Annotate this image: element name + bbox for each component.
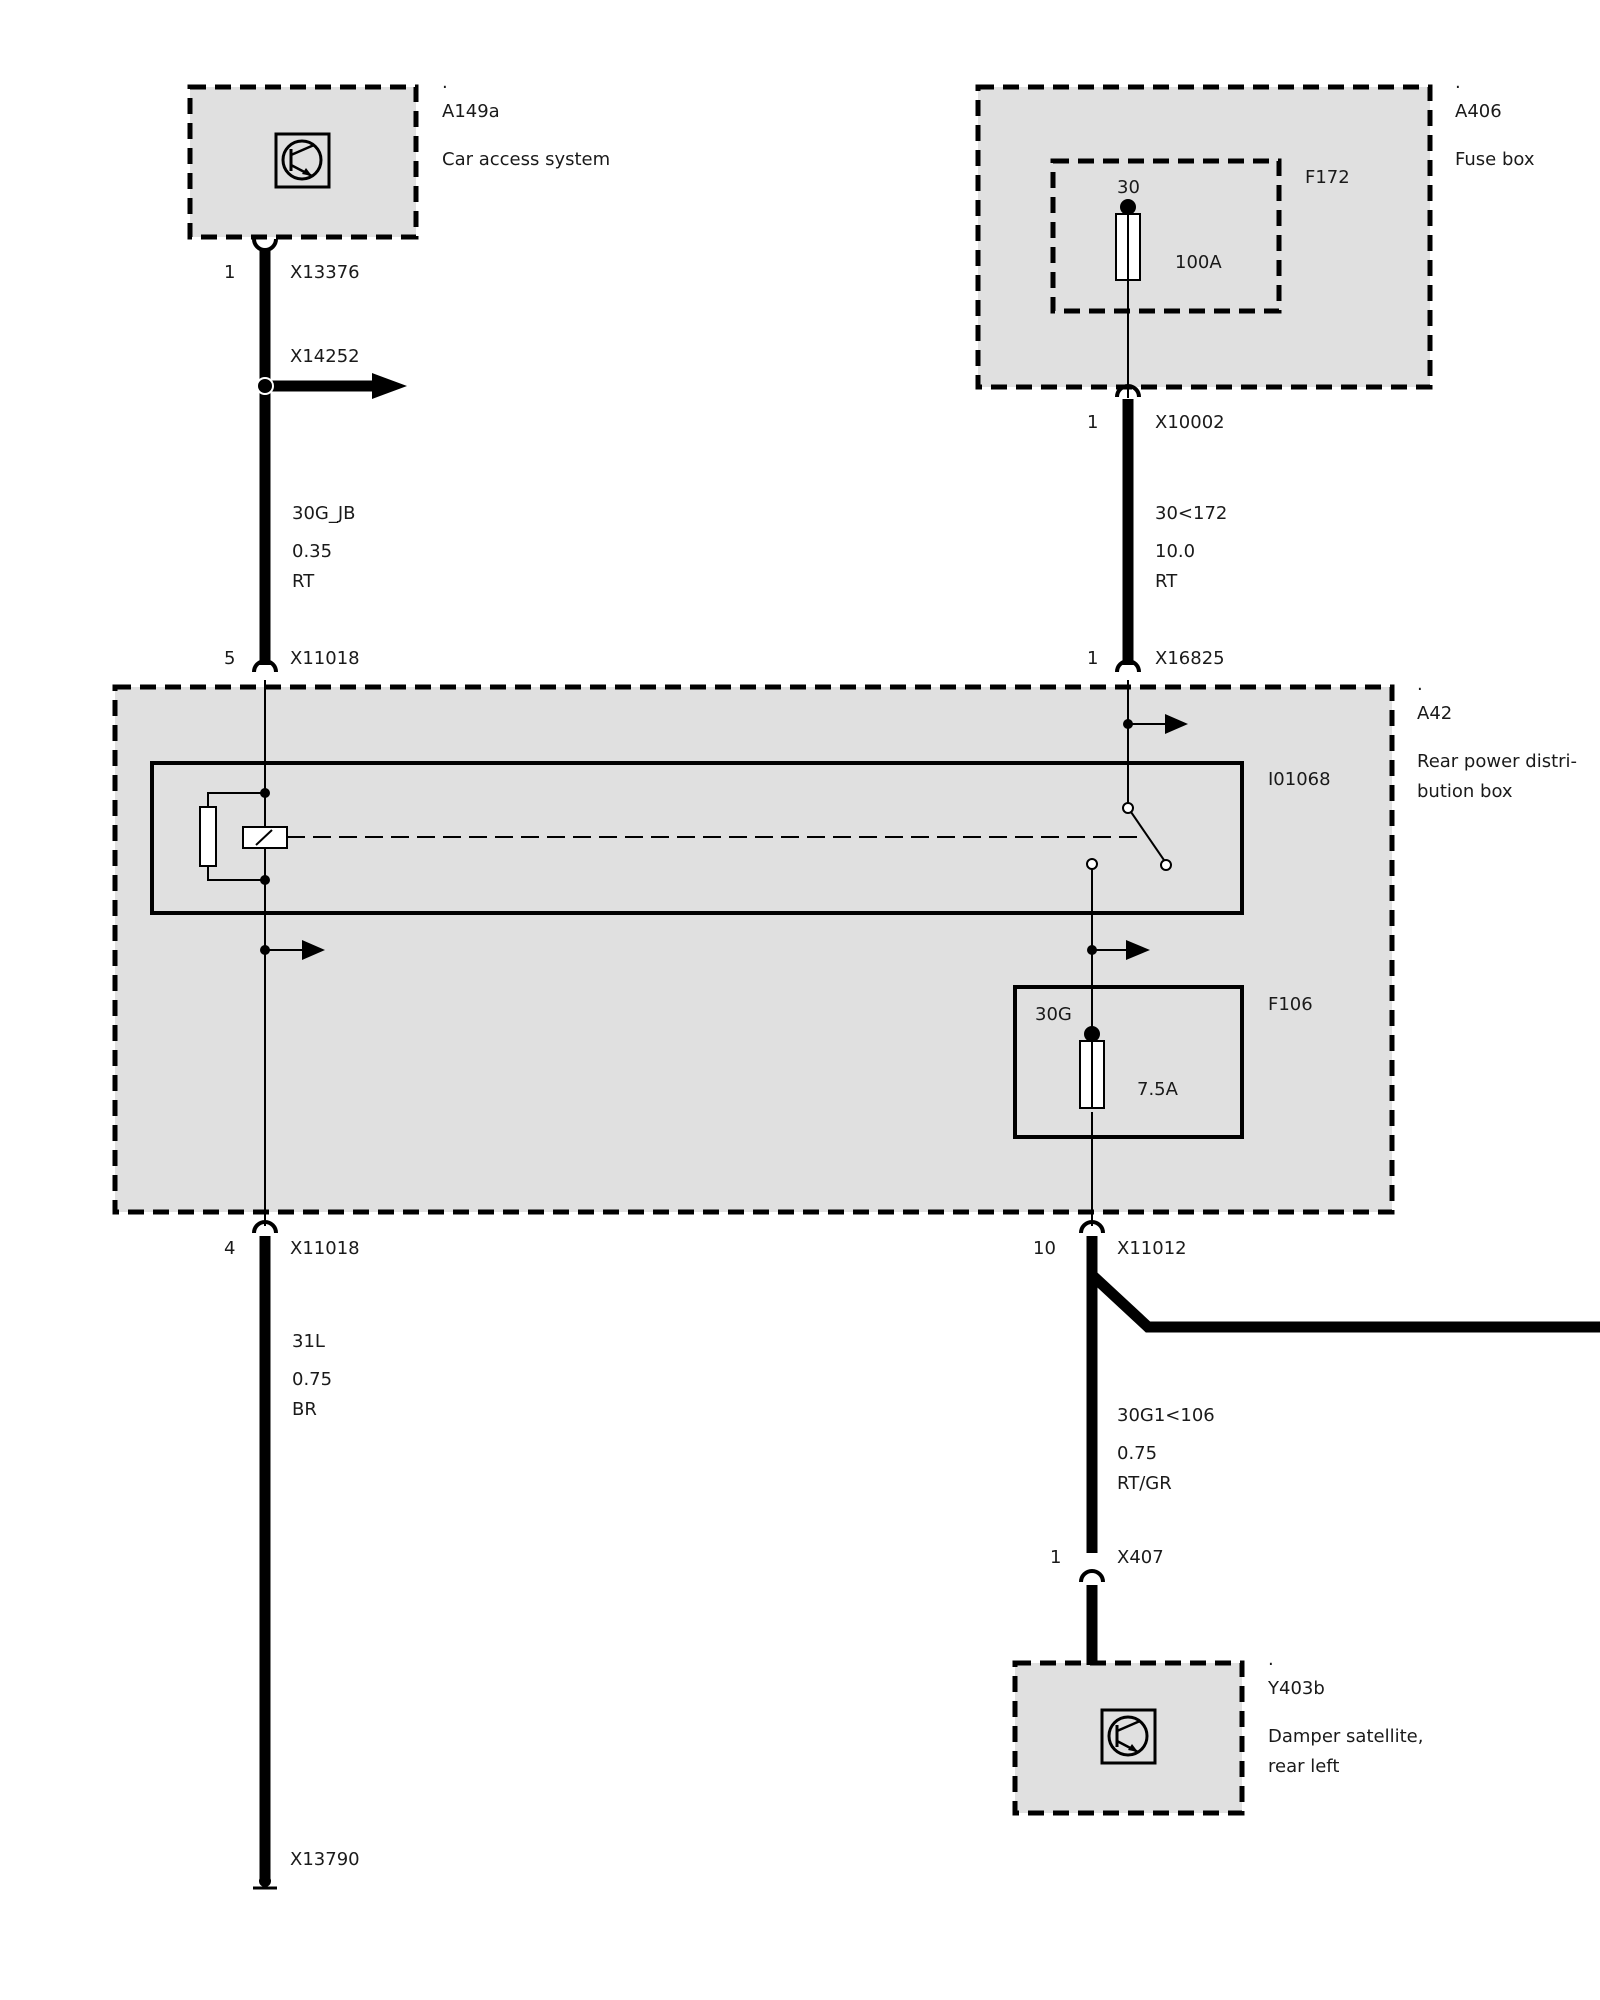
wire-30g1-106-color: RT/GR [1117, 1473, 1172, 1494]
splice-point [260, 945, 270, 955]
wire-30g-jb-size: 0.35 [292, 541, 332, 562]
arrow-right-icon [1092, 940, 1150, 960]
a406-dot: . [1455, 72, 1461, 93]
i01068-id: I01068 [1268, 769, 1331, 790]
f172-terminal: 30 [1117, 177, 1140, 198]
x14252-id: X14252 [290, 346, 360, 367]
transistor-icon [274, 132, 331, 189]
f172-rating: 100A [1175, 252, 1222, 273]
a149a-box[interactable] [187, 84, 419, 240]
relay-switch-icon[interactable] [1086, 802, 1172, 871]
arrow-right-icon [372, 373, 407, 399]
x11012-id: X11012 [1117, 1238, 1187, 1259]
transistor-icon [1100, 1708, 1157, 1765]
y403b-name-line2: rear left [1268, 1756, 1339, 1777]
i01068-box[interactable] [150, 761, 1244, 915]
x13376-id: X13376 [290, 262, 360, 283]
wire-30g1-106[interactable] [1086, 1236, 1600, 1333]
x11018-bottom-id: X11018 [290, 1238, 360, 1259]
a149a-id: A149a [442, 101, 500, 122]
relay-coil-icon[interactable] [199, 788, 288, 885]
x10002-pin: 1 [1087, 412, 1098, 433]
y403b-id: Y403b [1267, 1678, 1325, 1699]
f106-id: F106 [1268, 994, 1313, 1015]
x16825-pin: 1 [1087, 648, 1098, 669]
a42-box[interactable] [112, 684, 1395, 1215]
wire-30-172-signal: 30<172 [1155, 503, 1227, 524]
f106-box[interactable] [1013, 985, 1244, 1139]
a406-name: Fuse box [1455, 149, 1535, 170]
a42-dot: . [1417, 674, 1423, 695]
f172-box[interactable] [1050, 158, 1282, 314]
a406-id: A406 [1455, 101, 1502, 122]
wire-30g-jb-signal: 30G_JB [292, 503, 356, 524]
fuse-icon[interactable] [1115, 199, 1141, 281]
a42-id: A42 [1417, 703, 1452, 724]
ground-point [259, 1875, 271, 1887]
wire-31l-size: 0.75 [292, 1369, 332, 1390]
a149a-dot: . [442, 72, 448, 93]
x407-id: X407 [1117, 1547, 1164, 1568]
y403b-dot: . [1268, 1649, 1274, 1670]
wire-30g1-106-size: 0.75 [1117, 1443, 1157, 1464]
wire-30g-jb-color: RT [292, 571, 315, 592]
x10002-id: X10002 [1155, 412, 1225, 433]
fuse-icon[interactable] [1079, 1026, 1105, 1109]
x11018-top-id: X11018 [290, 648, 360, 669]
y403b-name-line1: Damper satellite, [1268, 1726, 1423, 1747]
a42-name-line2: bution box [1417, 781, 1513, 802]
x407-pin: 1 [1050, 1547, 1061, 1568]
wire-30-172-size: 10.0 [1155, 541, 1195, 562]
a149a-name: Car access system [442, 149, 610, 170]
a42-name-line1: Rear power distri- [1417, 751, 1577, 772]
splice-point [1123, 719, 1133, 729]
x16825-id: X16825 [1155, 648, 1225, 669]
x13376-pin: 1 [224, 262, 235, 283]
y403b-box[interactable] [1012, 1660, 1245, 1816]
f106-rating: 7.5A [1137, 1079, 1179, 1100]
wire-30-172-color: RT [1155, 571, 1178, 592]
f172-id: F172 [1305, 167, 1350, 188]
wire-31l-color: BR [292, 1399, 317, 1420]
x11018-bottom-pin: 4 [224, 1238, 235, 1259]
a406-box[interactable] [975, 84, 1433, 390]
wire-31l-signal: 31L [292, 1331, 325, 1352]
arrow-right-icon [1128, 714, 1188, 734]
splice-point [1087, 945, 1097, 955]
f106-terminal: 30G [1035, 1004, 1072, 1025]
wire-30g1-106-signal: 30G1<106 [1117, 1405, 1215, 1426]
x11018-top-pin: 5 [224, 648, 235, 669]
x13790-id: X13790 [290, 1849, 360, 1870]
splice-point [256, 377, 274, 395]
arrow-right-icon [265, 940, 325, 960]
x11012-pin: 10 [1033, 1238, 1056, 1259]
